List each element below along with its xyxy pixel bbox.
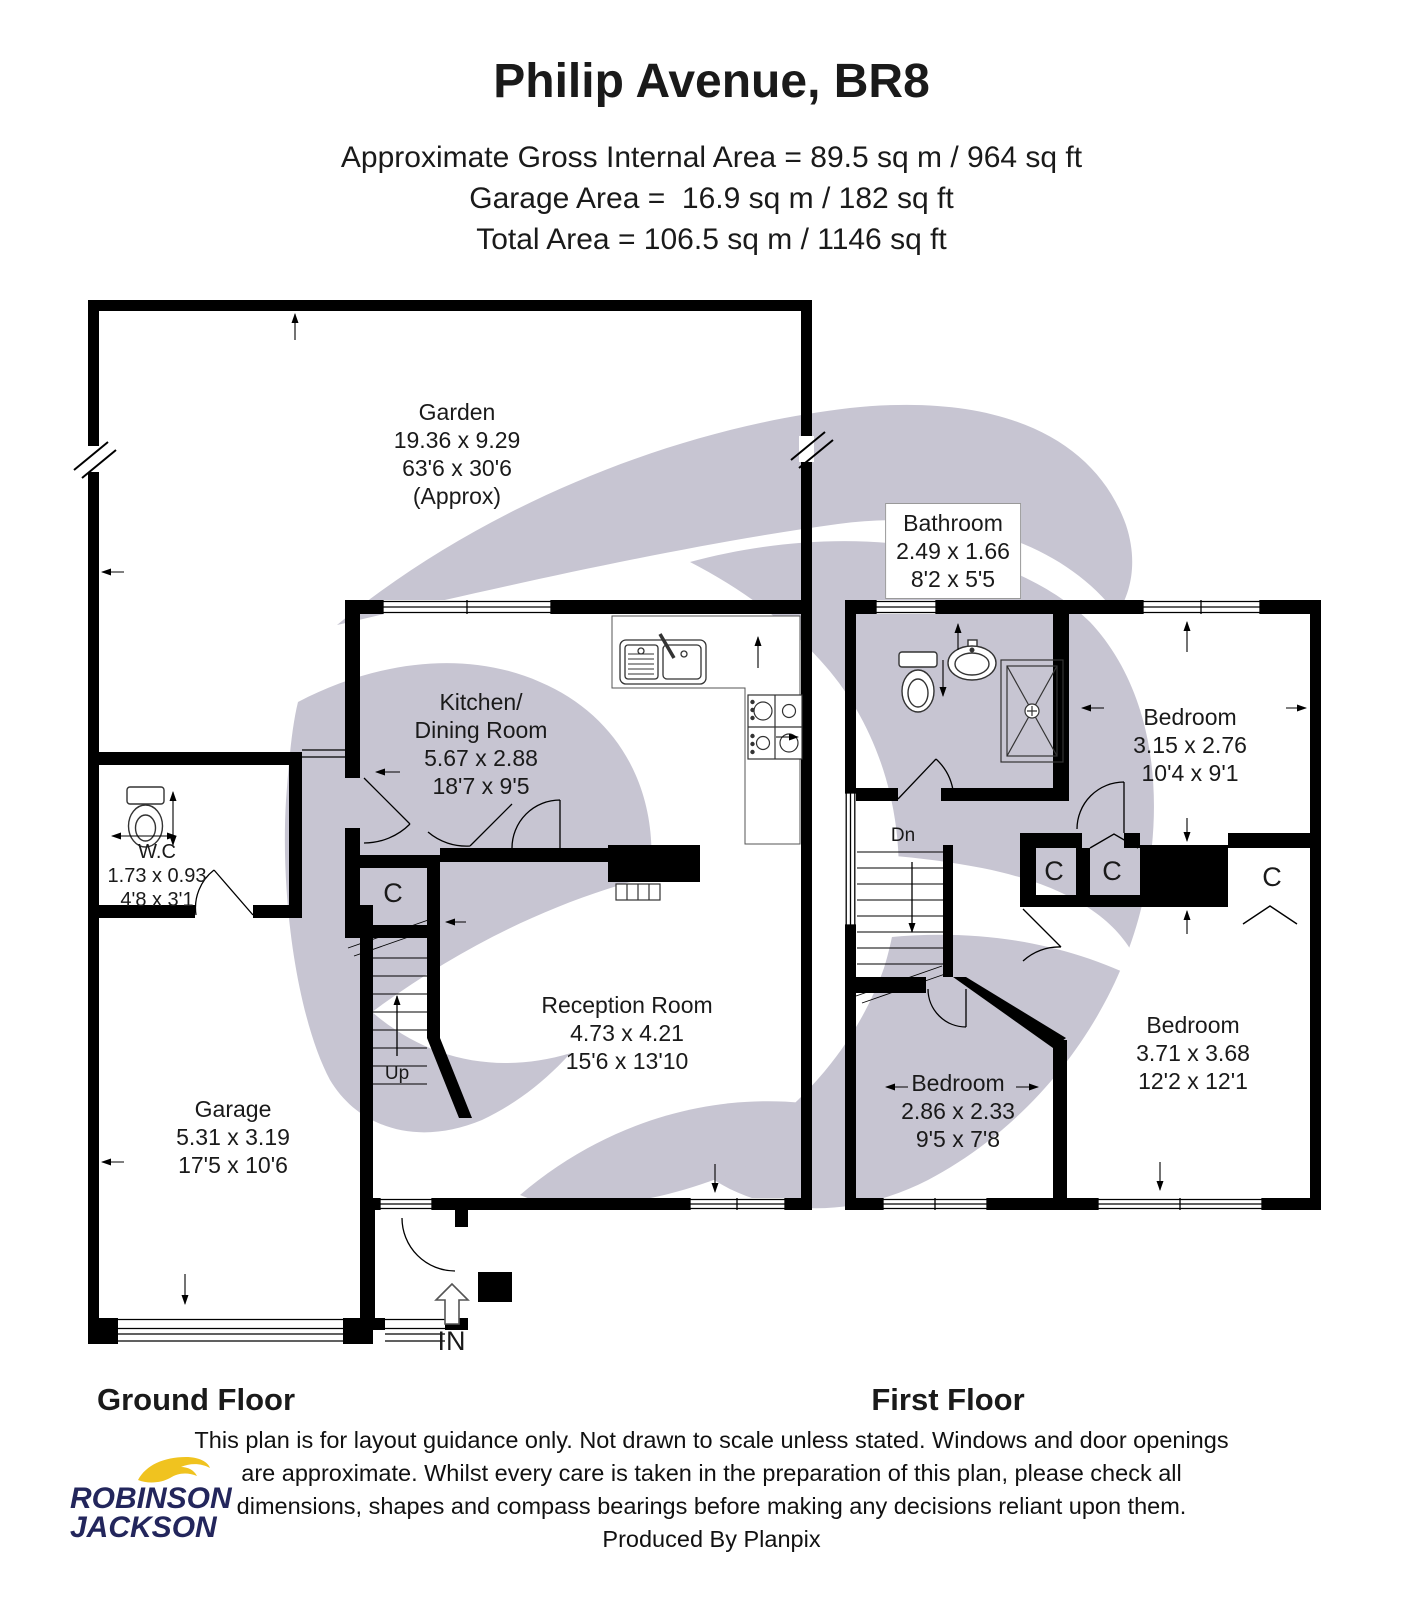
garage-area: Garage Area = 16.9 sq m / 182 sq ft [469, 182, 954, 215]
stairs-up [347, 917, 441, 1085]
ground-floor-title: Ground Floor [96, 1382, 296, 1417]
basin-icon [947, 639, 997, 681]
toilet-icon [898, 651, 938, 713]
disclaimer-line2: are approximate. Whilst every care is ta… [241, 1460, 1182, 1486]
disclaimer-line4: Produced By Planpix [602, 1526, 821, 1552]
stove-icon [747, 694, 803, 760]
planpix-watermark-icon [284, 404, 1154, 1209]
swallow-icon [138, 1457, 210, 1483]
closet-label-first-3: C [1262, 862, 1282, 892]
first-door-arcs [897, 758, 1125, 1028]
stairs-down [855, 851, 949, 1004]
room-label-reception: Reception Room 4.73 x 4.21 15'6 x 13'10 [541, 992, 713, 1074]
shower-icon [1000, 659, 1064, 763]
entrance-label: IN [437, 1326, 467, 1356]
fence-break-icon [73, 431, 834, 479]
closet-label-first-2: C [1102, 856, 1122, 886]
room-label-garden: Garden 19.36 x 9.29 63'6 x 30'6 (Approx) [393, 399, 521, 509]
stairs-down-label: Dn [890, 825, 916, 846]
room-label-kitchen: Kitchen/ Dining Room 5.67 x 2.88 18'7 x … [414, 689, 548, 799]
first-measure-arrows [885, 621, 1307, 1191]
logo-line2: JACKSON [70, 1511, 217, 1544]
room-label-bathroom: Bathroom 2.49 x 1.66 8'2 x 5'5 [885, 503, 1021, 599]
ground-door-arcs [194, 777, 561, 1272]
header: Philip Avenue, BR8 Approximate Gross Int… [0, 0, 1423, 260]
closet-label-ground: C [383, 878, 403, 908]
first-floor-plan [845, 600, 1321, 1210]
entrance-arrow-icon [434, 1282, 470, 1325]
robinson-jackson-logo: ROBINSON JACKSON [70, 1456, 270, 1556]
disclaimer-line1: This plan is for layout guidance only. N… [194, 1427, 1229, 1453]
first-windows [845, 600, 1263, 1210]
closet-label-first-1: C [1044, 856, 1064, 886]
closet-door-chevrons [1089, 833, 1298, 925]
ground-windows [118, 600, 786, 1330]
room-label-bedroom2: Bedroom 2.86 x 2.33 9'5 x 7'8 [901, 1070, 1015, 1152]
room-label-wc: W.C 1.73 x 0.93 4'8 x 3'1 [107, 841, 207, 911]
disclaimer-line3: dimensions, shapes and compass bearings … [236, 1493, 1187, 1519]
ground-detail-lines [118, 749, 445, 1342]
appliance-icon [615, 883, 661, 901]
stairs-up-label: Up [384, 1063, 410, 1084]
gross-internal-area: Approximate Gross Internal Area = 89.5 s… [340, 141, 1083, 174]
toilet-icon [126, 786, 165, 848]
ground-floor-plan [73, 300, 834, 1344]
room-label-garage: Garage 5.31 x 3.19 17'5 x 10'6 [176, 1096, 290, 1178]
room-label-bedroom3: Bedroom 3.71 x 3.68 12'2 x 12'1 [1136, 1012, 1250, 1094]
page-title: Philip Avenue, BR8 [493, 55, 930, 108]
total-area: Total Area = 106.5 sq m / 1146 sq ft [476, 223, 947, 256]
ground-measure-arrows [101, 313, 799, 1305]
logo-line1: ROBINSON [70, 1482, 232, 1515]
room-label-bedroom1: Bedroom 3.15 x 2.76 10'4 x 9'1 [1133, 704, 1247, 786]
sink-icon [619, 633, 707, 685]
first-floor-title: First Floor [871, 1382, 1025, 1417]
disclaimer: This plan is for layout guidance only. N… [0, 1424, 1423, 1556]
